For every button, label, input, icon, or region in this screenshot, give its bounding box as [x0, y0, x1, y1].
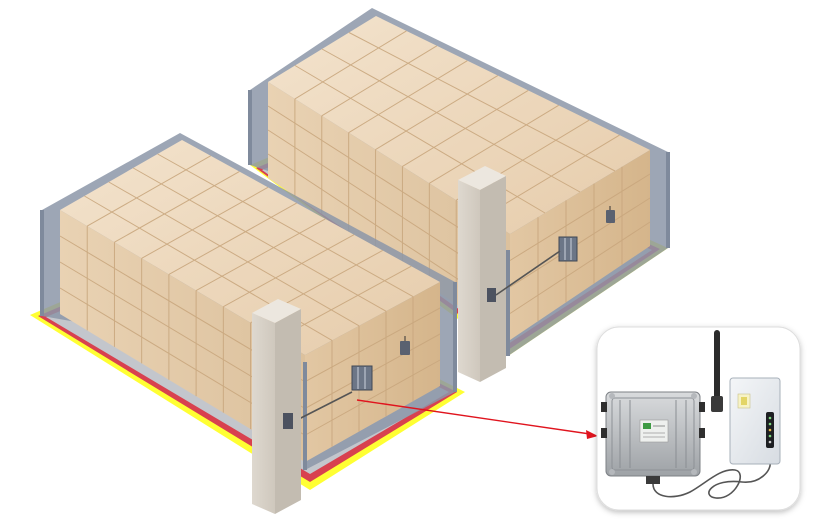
- gateway-device: [601, 330, 781, 499]
- cable-front: [292, 391, 353, 423]
- device-cable: [652, 461, 771, 499]
- link-arrow: [356, 399, 598, 439]
- rack-back-left-face: [268, 82, 510, 340]
- rack-back: [248, 8, 670, 382]
- sensor-window-icon: [351, 365, 373, 391]
- rack-back-right-face: [510, 150, 650, 340]
- tag-icon: [606, 206, 615, 223]
- cable-back: [495, 250, 561, 296]
- tag-icon: [400, 336, 410, 355]
- rack-front-top: [60, 140, 440, 355]
- reader-mount: [283, 413, 293, 429]
- rack-front: [30, 133, 465, 514]
- antenna-icon: [711, 330, 723, 412]
- pillar-front: [252, 299, 301, 514]
- pillar-back: [458, 166, 506, 382]
- controller-icon: [729, 377, 781, 465]
- sensor-window-icon: [558, 236, 578, 262]
- outdoor-enclosure-icon: [601, 391, 705, 484]
- reader-mount: [487, 288, 496, 302]
